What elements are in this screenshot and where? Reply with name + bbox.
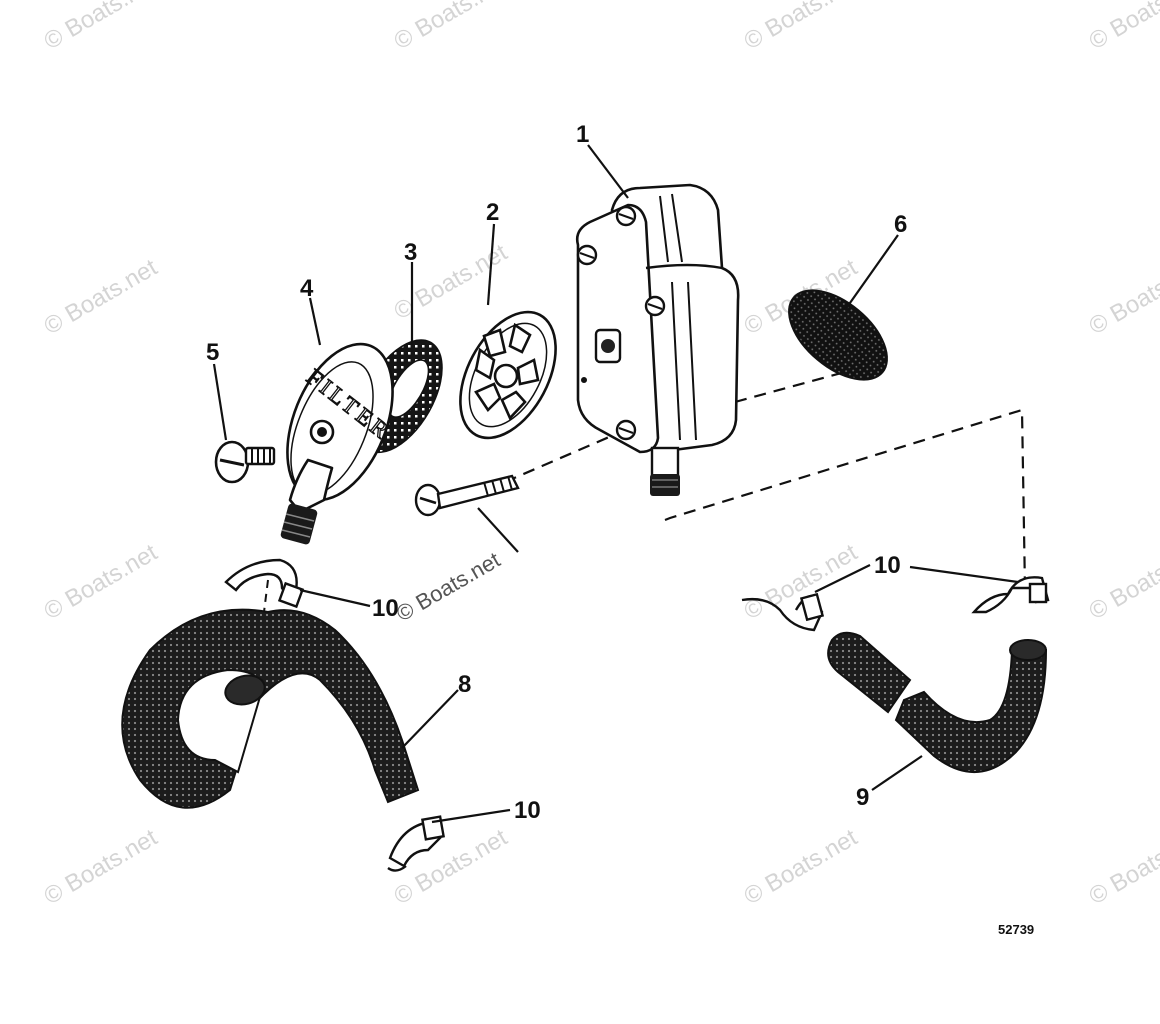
hose-clamp [224, 558, 305, 609]
callout-9: 9 [856, 784, 869, 811]
watermark: © Boats.net [40, 0, 163, 55]
watermark: © Boats.net [40, 539, 163, 625]
watermark: © Boats.net [392, 547, 504, 626]
callout-10: 10 [372, 595, 399, 622]
callout-10: 10 [874, 552, 901, 579]
watermark: © Boats.net [740, 0, 863, 55]
thumb-screw [214, 440, 276, 484]
watermark: © Boats.net [1085, 824, 1160, 910]
callout-4: 4 [300, 275, 314, 302]
callout-labels: 1 2 3 4 5 6 8 9 10 10 10 [206, 121, 907, 824]
figure-number: 52739 [998, 922, 1034, 937]
hose-clamp [741, 592, 825, 632]
watermark: © Boats.net [1085, 254, 1160, 340]
callout-10: 10 [514, 797, 541, 824]
leader-lines [212, 144, 1019, 824]
fuel-hose-short [827, 631, 1048, 774]
watermark: © Boats.net [1085, 0, 1160, 55]
hose-clamp [387, 815, 445, 872]
filter-plate [459, 310, 557, 440]
callout-8: 8 [458, 671, 471, 698]
watermark: © Boats.net [40, 254, 163, 340]
fuel-pump-body [575, 183, 740, 496]
fuel-hose-long [121, 603, 420, 809]
callout-5: 5 [206, 339, 219, 366]
watermark: © Boats.net [740, 539, 863, 625]
diaphragm-gasket [788, 289, 888, 381]
filter-cover: FILTER [280, 342, 397, 545]
callout-1: 1 [576, 121, 589, 148]
watermark: © Boats.net [390, 0, 513, 55]
hose-clamp [971, 576, 1050, 614]
mounting-screw [414, 474, 520, 517]
callout-3: 3 [404, 239, 417, 266]
watermark: © Boats.net [40, 824, 163, 910]
watermark: © Boats.net [740, 824, 863, 910]
callout-6: 6 [894, 211, 907, 238]
callout-2: 2 [486, 199, 499, 226]
watermark: © Boats.net [1085, 539, 1160, 625]
